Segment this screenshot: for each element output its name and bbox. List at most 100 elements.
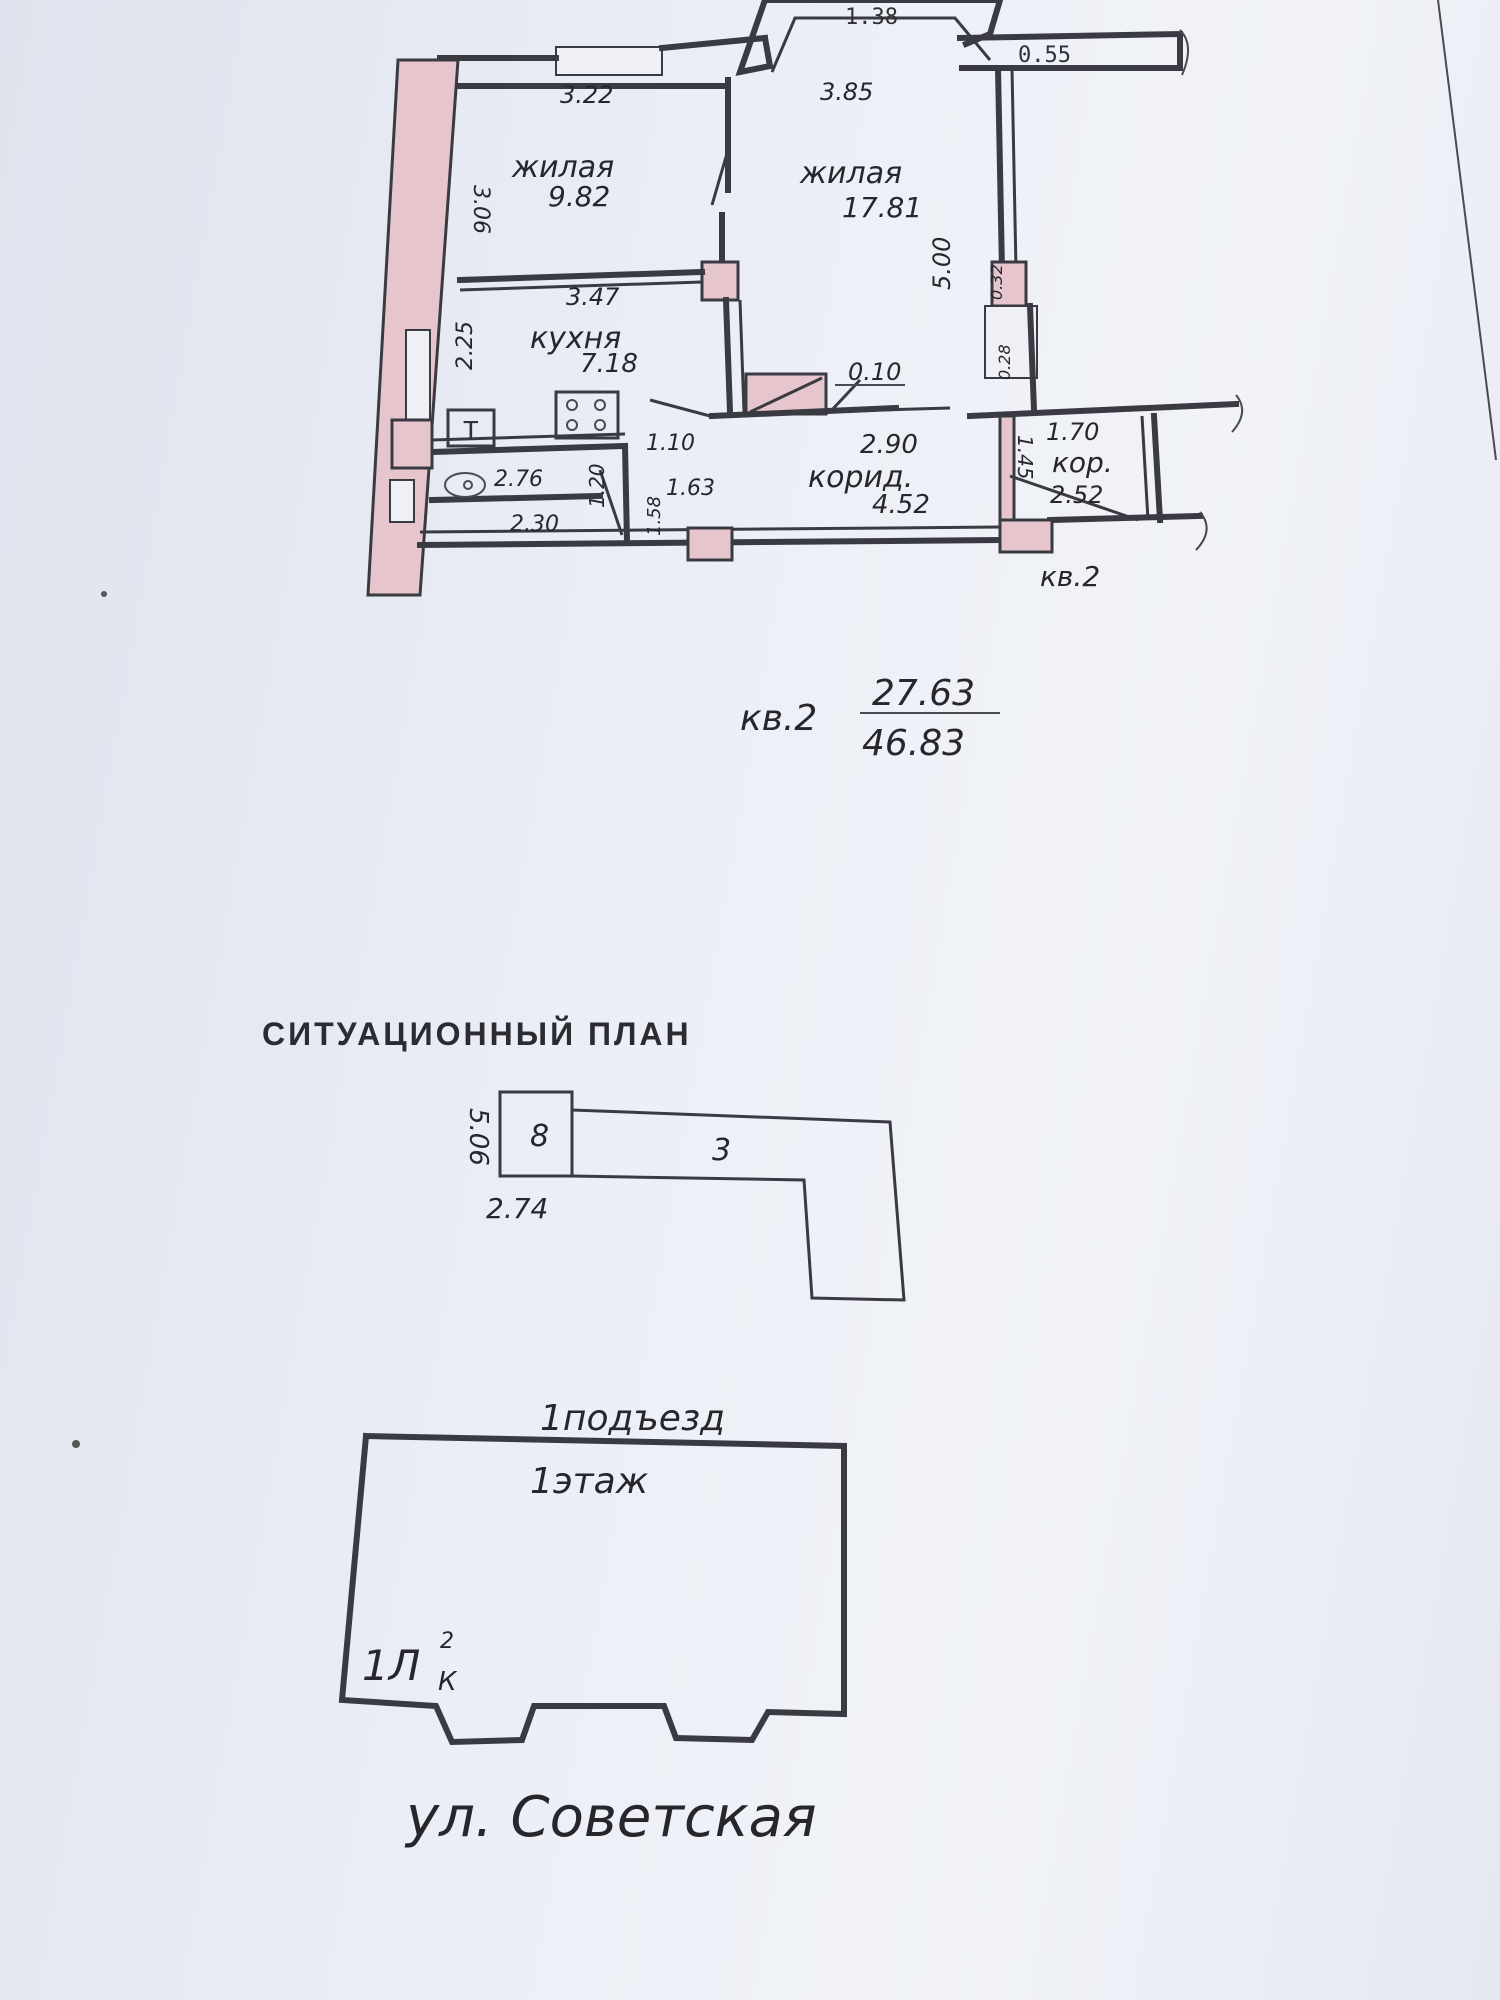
- dim-wc-extra: 1.58: [644, 496, 665, 536]
- dim-bath-width: 2.76: [494, 467, 543, 492]
- dim-top-right: 0.55: [1018, 43, 1071, 68]
- window-top-left: [555, 46, 663, 76]
- stove-burner-1: [566, 399, 578, 411]
- flat-marker-bottom: К: [438, 1667, 458, 1697]
- room1-area: 9.82: [548, 180, 610, 213]
- window-left-1: [405, 329, 431, 421]
- room2-area: 17.81: [842, 191, 922, 224]
- dim-horizontal: 2.74: [486, 1192, 548, 1225]
- flat-marker-top: 2: [440, 1629, 454, 1654]
- pier-bottom: [686, 526, 734, 562]
- bath-right-wall: [621, 442, 631, 546]
- stove-burner-3: [566, 419, 578, 431]
- area-summary: кв.2 27.63 46.83: [740, 673, 975, 764]
- building-outline: 1подъезд 1этаж 1Л 2 К ул. Советская: [338, 1398, 847, 1850]
- room1-width: 3.22: [560, 81, 613, 109]
- dim-bay: 1.38: [845, 5, 898, 30]
- dim-wc-width: 2.30: [510, 512, 559, 537]
- room5-area: 2.52: [1050, 481, 1103, 509]
- corridor-door: [649, 398, 711, 418]
- summary-total-area: 46.83: [862, 723, 965, 764]
- stove-burner-2: [594, 399, 606, 411]
- wall-break-kor: [1195, 511, 1208, 551]
- top-wall-mid: [658, 34, 769, 52]
- block-8: [498, 1090, 574, 1178]
- room2-width: 3.85: [820, 78, 873, 106]
- corridor-top-wall: [708, 404, 900, 420]
- apartment-plan: T: [366, 0, 1243, 714]
- page-edge: [1437, 0, 1497, 461]
- floor-label: 1этаж: [530, 1461, 649, 1502]
- pier-bottom-right: [998, 518, 1054, 554]
- pier-left-1: [390, 418, 434, 470]
- dim-corridor-door: 1.10: [646, 431, 695, 456]
- situational-plan: СИТУАЦИОННЫЙ ПЛАН 8 3 5.06 2.74: [262, 1016, 906, 1302]
- room1-depth: 3.06: [468, 185, 493, 234]
- room3-name: кухня: [530, 321, 621, 356]
- door-leaf-1: [710, 149, 730, 206]
- bath-divider: [428, 492, 604, 504]
- door-leaf-4: [1009, 474, 1139, 522]
- room5-name: кор.: [1052, 446, 1113, 479]
- room3-width: 3.47: [566, 283, 620, 311]
- right-wall-inner: [1010, 67, 1018, 271]
- dim-duct: 0.10: [848, 358, 901, 386]
- window-left-2: [389, 479, 415, 523]
- speck-2: [72, 1440, 80, 1448]
- flat-label: кв.2: [1040, 560, 1100, 593]
- flat-marker-main: 1Л: [362, 1641, 420, 1690]
- dimension-labels: 1.38 0.55 0.10 0.32 0.28 1.10 2.76 1.20 …: [494, 5, 1100, 593]
- dim-bath-height: 1.20: [585, 463, 609, 508]
- room4-area: 4.52: [872, 490, 930, 520]
- kor-right-wall: [1150, 412, 1164, 524]
- block-3-number: 3: [712, 1133, 731, 1168]
- room3-area: 7.18: [580, 349, 638, 379]
- speck-1: [101, 591, 107, 597]
- toilet-drain: [463, 480, 473, 490]
- room2-name: жилая: [799, 156, 902, 191]
- kitchen-right-wall: [722, 296, 734, 416]
- room3-depth: 2.25: [453, 321, 478, 370]
- right-wall-lower: [1026, 302, 1038, 414]
- room5-depth: 1.45: [1013, 435, 1037, 480]
- dim-vertical: 5.06: [463, 1108, 493, 1166]
- kor-right-wall-inner: [1140, 415, 1150, 521]
- room1-name: жилая: [511, 150, 614, 185]
- block-3: [571, 1108, 906, 1302]
- wall-break-right: [1179, 29, 1189, 76]
- entrance-label: 1подъезд: [540, 1398, 725, 1439]
- stove-burner-4: [594, 419, 606, 431]
- bay-window: [735, 0, 1004, 76]
- kor-bottom-wall: [1046, 512, 1204, 524]
- pier-kor: [998, 414, 1016, 528]
- dim-pier-a: 0.32: [987, 264, 1006, 300]
- bath-top-wall-inner: [431, 432, 626, 442]
- room2-depth: 5.00: [928, 237, 956, 290]
- bath-top-wall: [428, 442, 629, 456]
- room4-width: 2.90: [860, 430, 918, 460]
- door-leaf-3: [879, 406, 951, 412]
- top-wall-right: [956, 30, 1183, 71]
- right-wall: [994, 64, 1006, 274]
- pier-1: [700, 260, 740, 302]
- sink-fixture: [446, 408, 496, 448]
- room-labels: жилая 9.82 3.22 3.06 жилая 17.81 3.85 5.…: [453, 78, 1113, 520]
- situational-plan-title: СИТУАЦИОННЫЙ ПЛАН: [262, 1016, 692, 1052]
- corridor-top-wall-right: [966, 400, 1240, 420]
- stove-fixture: [554, 390, 620, 440]
- block-8-number: 8: [530, 1119, 549, 1154]
- room4-name: корид.: [808, 460, 913, 495]
- duct-diagonal: [749, 376, 823, 414]
- kitchen-right-wall-inner: [738, 299, 746, 413]
- sink-symbol: T: [463, 417, 479, 447]
- toilet-fixture: [444, 472, 486, 498]
- dim-pier-b: 0.28: [995, 344, 1014, 380]
- living-kitchen-wall-inner: [459, 280, 703, 292]
- room5-width: 1.70: [1046, 418, 1099, 446]
- summary-flat-label: кв.2: [740, 698, 817, 739]
- bath-door: [598, 469, 624, 536]
- street-name: ул. Советская: [404, 1785, 817, 1850]
- summary-living-area: 27.63: [872, 673, 975, 714]
